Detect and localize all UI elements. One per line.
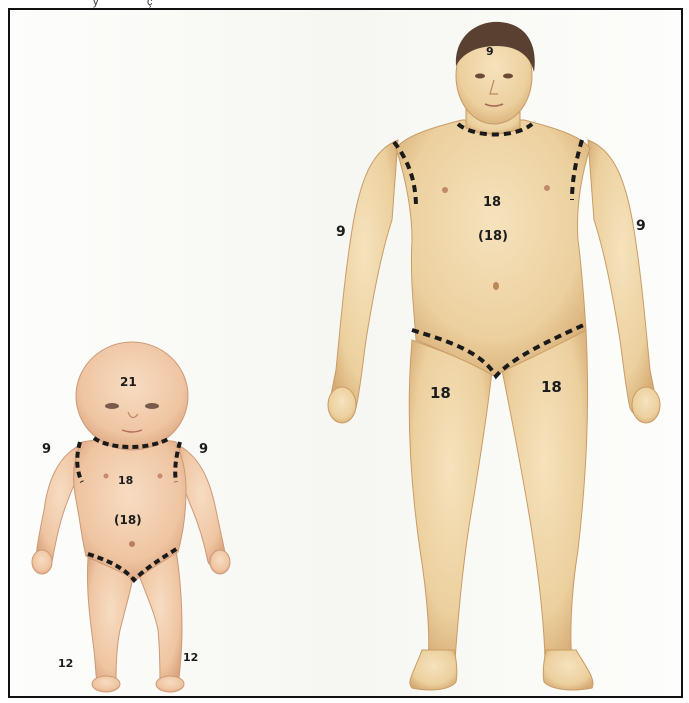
infant-left-hand [32, 550, 52, 574]
adult-trunk-front-label: 18 [483, 195, 501, 210]
adult-left-arm-label: 9 [336, 224, 346, 240]
infant-trunk-back-label: (18) [114, 513, 142, 527]
adult-left-eye [475, 74, 485, 79]
adult-left-leg-label: 18 [430, 384, 451, 402]
infant-head-label: 21 [120, 375, 137, 389]
infant-right-leg-label: 12 [183, 651, 198, 664]
adult-left-nipple [442, 187, 448, 193]
adult-head-label: 9 [486, 45, 494, 58]
infant-left-leg-label: 12 [58, 657, 73, 670]
infant-left-arm-label: 9 [42, 442, 51, 457]
infant-figure: 21 9 9 18 (18) 12 12 [32, 342, 230, 692]
adult-right-foot [543, 650, 593, 690]
header-fragment-left: y [93, 0, 99, 8]
infant-left-leg [87, 558, 134, 688]
adult-figure: 9 9 9 18 (18) 18 18 [328, 22, 660, 690]
rule-of-nines-figure: 9 9 9 18 (18) 18 18 [10, 10, 683, 698]
infant-trunk-front-label: 18 [118, 474, 133, 487]
infant-right-eye [145, 403, 159, 409]
diagram-frame: 9 9 9 18 (18) 18 18 [8, 8, 683, 698]
infant-head [76, 342, 188, 450]
adult-right-nipple [544, 185, 550, 191]
adult-right-arm [588, 140, 656, 417]
adult-right-hand [632, 387, 660, 423]
infant-left-eye [105, 403, 119, 409]
infant-right-arm-label: 9 [199, 442, 208, 457]
header-fragment-right: ç [147, 0, 153, 8]
infant-right-foot [156, 676, 184, 692]
adult-trunk-back-label: (18) [478, 229, 508, 244]
adult-right-leg-label: 18 [541, 378, 562, 396]
adult-left-foot [410, 650, 457, 690]
infant-right-hand [210, 550, 230, 574]
infant-navel [129, 541, 135, 547]
adult-left-arm [330, 140, 398, 417]
adult-navel [493, 282, 499, 290]
infant-left-foot [92, 676, 120, 692]
infant-right-nipple [158, 474, 163, 479]
adult-right-eye [503, 74, 513, 79]
infant-left-nipple [104, 474, 109, 479]
adult-right-arm-label: 9 [636, 218, 646, 234]
adult-left-hand [328, 387, 356, 423]
